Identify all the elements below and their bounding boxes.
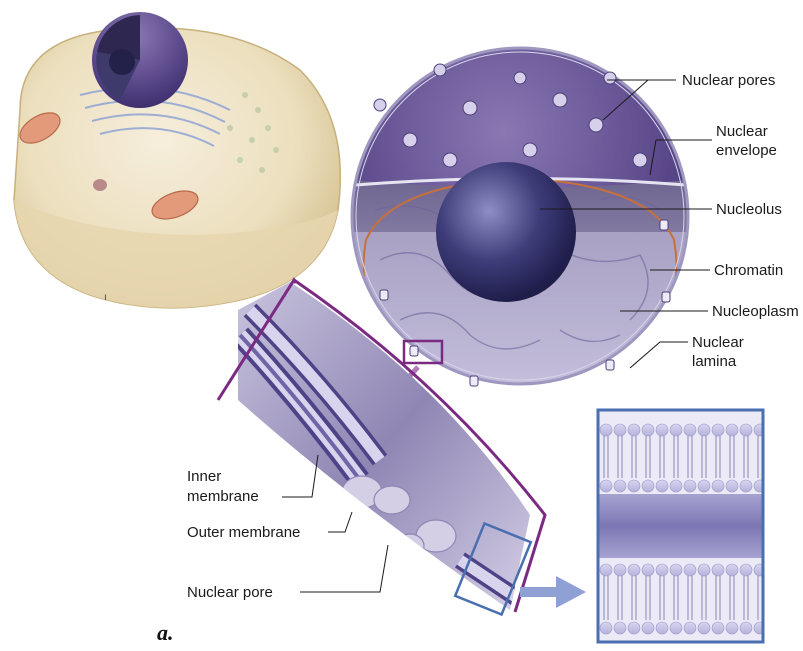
cell-nucleus-cutaway — [92, 12, 188, 108]
label-outer-membrane: Outer membrane — [187, 523, 300, 542]
label-nuclear-envelope-line1: Nuclear — [716, 122, 768, 141]
nucleus-illustration — [340, 48, 700, 400]
label-inner-membrane-line2: membrane — [187, 487, 259, 506]
label-nuclear-pores: Nuclear pores — [682, 71, 775, 90]
label-inner-membrane-line1: Inner — [187, 467, 221, 486]
svg-text:ı: ı — [104, 292, 107, 303]
nucleolus-sphere — [436, 162, 576, 302]
lipid-bilayer-panel — [598, 410, 766, 642]
zoom-arrow-2 — [520, 576, 586, 608]
label-nucleoplasm: Nucleoplasm — [712, 302, 799, 321]
label-nuclear-lamina-line2: lamina — [692, 352, 736, 371]
label-nuclear-pore: Nuclear pore — [187, 583, 273, 602]
label-nuclear-envelope-line2: envelope — [716, 141, 777, 160]
label-nuclear-lamina-line1: Nuclear — [692, 333, 744, 352]
label-chromatin: Chromatin — [714, 261, 783, 280]
panel-letter: a. — [157, 620, 174, 646]
label-nucleolus: Nucleolus — [716, 200, 782, 219]
cell-illustration: ı — [14, 12, 340, 308]
